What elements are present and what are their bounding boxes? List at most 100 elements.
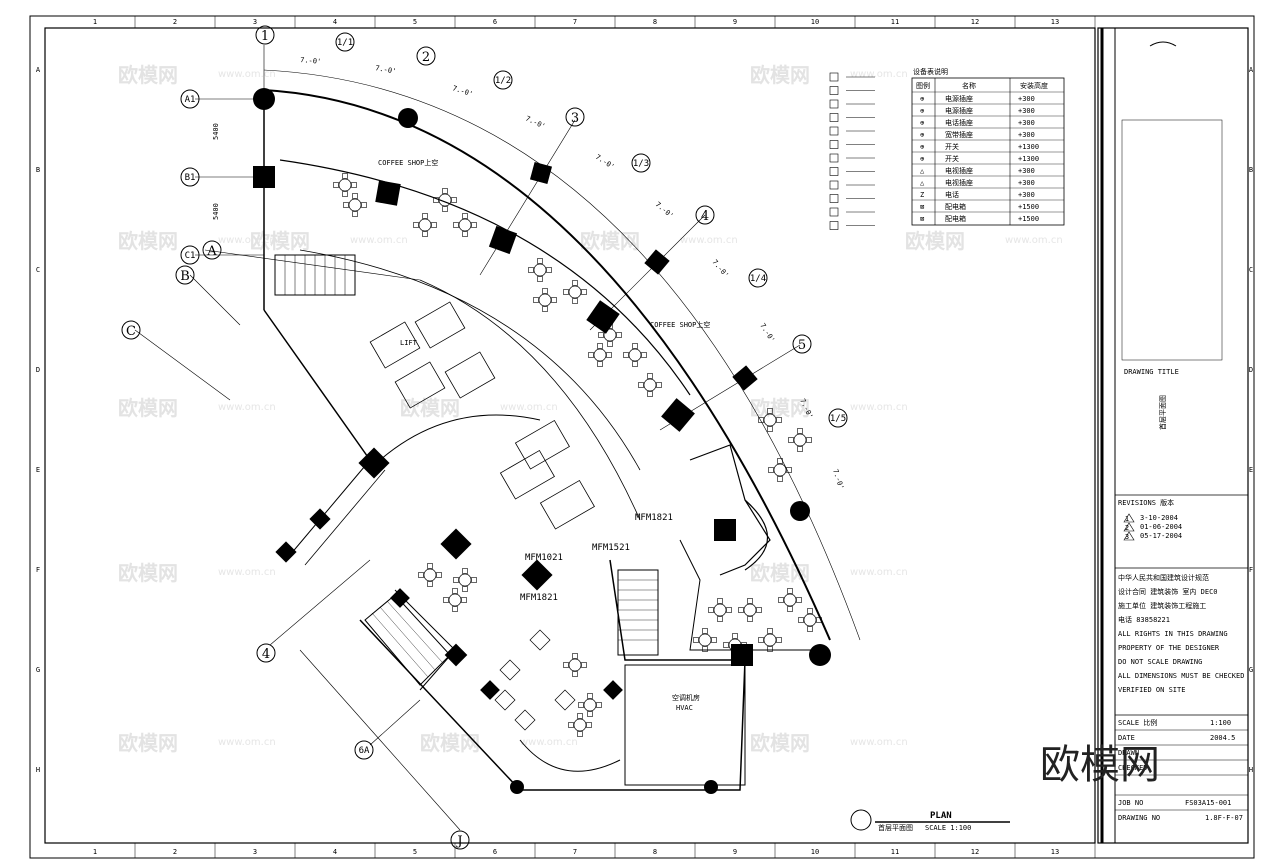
legend-name: 配电箱 bbox=[945, 214, 966, 223]
legend-symbol: ⊕ bbox=[920, 131, 925, 139]
table bbox=[783, 593, 797, 607]
svg-text:4: 4 bbox=[262, 647, 270, 662]
square-column bbox=[644, 249, 670, 275]
watermark-text: 欧模网 bbox=[750, 561, 810, 585]
border-letter-left: E bbox=[36, 466, 40, 474]
border-letter-right: H bbox=[1249, 766, 1253, 774]
table bbox=[538, 293, 552, 307]
bar-curve bbox=[744, 499, 769, 571]
table bbox=[643, 378, 657, 392]
svg-text:C: C bbox=[126, 324, 136, 339]
room-label-coffee-shop-2: COFFEE SHOP上空 bbox=[650, 320, 710, 329]
round-column bbox=[790, 501, 810, 521]
watermark-text: 欧模网 bbox=[905, 229, 965, 253]
room-label-coffee-shop-1: COFFEE SHOP上空 bbox=[378, 158, 438, 167]
building-outline bbox=[134, 45, 861, 831]
legend-height: +1300 bbox=[1018, 143, 1039, 151]
grid-bubble-4: 4 bbox=[695, 205, 715, 225]
key-symbol-box bbox=[829, 194, 839, 203]
grid-bubble-C: C bbox=[121, 320, 141, 340]
grid-bubble-6A: 6A bbox=[354, 740, 374, 760]
key-symbol-box bbox=[829, 99, 839, 109]
svg-text:1: 1 bbox=[261, 29, 269, 44]
chair bbox=[528, 267, 534, 273]
title-block-frame bbox=[1097, 27, 1249, 844]
table bbox=[418, 218, 432, 232]
border-letter-left: D bbox=[36, 366, 40, 374]
square-column bbox=[390, 588, 410, 608]
inner-coffee-arc-2 bbox=[299, 249, 641, 471]
border-letter-left: B bbox=[36, 166, 40, 174]
chair bbox=[413, 222, 419, 228]
table bbox=[763, 413, 777, 427]
chair bbox=[767, 408, 773, 414]
date-value: 2004.5 bbox=[1210, 734, 1235, 742]
grid-line-4-low bbox=[269, 559, 371, 646]
drawing-no-label: DRAWING NO bbox=[1118, 814, 1160, 822]
outer-frame bbox=[29, 15, 1255, 859]
chair bbox=[702, 646, 708, 652]
border-number-top: 9 bbox=[733, 18, 737, 26]
border-letter-left: G bbox=[36, 666, 40, 674]
chair bbox=[797, 446, 803, 452]
border-number-top: 7 bbox=[573, 18, 577, 26]
svg-text:7.-0': 7.-0' bbox=[710, 258, 730, 279]
grid-bubble-C1: C1 bbox=[180, 245, 200, 265]
chair bbox=[533, 297, 539, 303]
border-number-top: 4 bbox=[333, 18, 337, 26]
legend-name: 配电箱 bbox=[945, 202, 966, 211]
border-number-top: 6 bbox=[493, 18, 497, 26]
legend-name: 开关 bbox=[945, 142, 959, 151]
svg-text:1/1: 1/1 bbox=[337, 38, 353, 48]
hvac-room bbox=[624, 664, 746, 786]
chair bbox=[767, 426, 773, 432]
svg-text:7.-0': 7.-0' bbox=[375, 64, 397, 76]
grid-bubble-A: A bbox=[202, 240, 222, 260]
border-number-bottom: 11 bbox=[891, 848, 899, 856]
chair bbox=[606, 352, 612, 358]
display-stand bbox=[514, 709, 536, 731]
border-number-bottom: 1 bbox=[93, 848, 97, 856]
inner-coffee-arc bbox=[279, 159, 691, 396]
job-label: JOB NO bbox=[1118, 799, 1143, 807]
chair bbox=[333, 182, 339, 188]
legend-symbol: ⊕ bbox=[920, 95, 925, 103]
svg-text:6A: 6A bbox=[359, 746, 370, 756]
table bbox=[573, 718, 587, 732]
chair bbox=[798, 617, 804, 623]
chair bbox=[796, 597, 802, 603]
chair bbox=[453, 577, 459, 583]
stair-center bbox=[617, 569, 659, 656]
round-column bbox=[704, 780, 718, 794]
lift-shafts bbox=[369, 301, 595, 530]
border-letter-right: E bbox=[1249, 466, 1253, 474]
table bbox=[458, 218, 472, 232]
key-symbol-box bbox=[829, 221, 839, 230]
chair bbox=[442, 206, 448, 212]
chair bbox=[572, 298, 578, 304]
svg-text:B: B bbox=[180, 269, 190, 284]
legend-header-symbol: 图例 bbox=[916, 81, 930, 90]
key-symbol-box bbox=[829, 113, 839, 122]
square-column bbox=[661, 398, 695, 432]
chair bbox=[768, 467, 774, 473]
chair bbox=[787, 588, 793, 594]
legend-symbol: ⊠ bbox=[920, 203, 924, 211]
square-column bbox=[253, 166, 275, 188]
border-letter-right: C bbox=[1249, 266, 1253, 274]
watermark-text: 欧模网 bbox=[118, 396, 178, 420]
svg-text:2: 2 bbox=[1125, 524, 1129, 532]
table bbox=[533, 263, 547, 277]
watermark-url: www.om.cn bbox=[218, 402, 276, 413]
svg-text:7.-0': 7.-0' bbox=[300, 56, 322, 66]
watermark-url: www.om.cn bbox=[218, 567, 276, 578]
grid-bubble-1-3: 1/3 bbox=[631, 153, 651, 173]
watermark-url: www.om.cn bbox=[850, 402, 908, 413]
chair bbox=[572, 671, 578, 677]
svg-text:5: 5 bbox=[798, 338, 806, 353]
note-line: 中华人民共和国建筑设计规范 bbox=[1118, 573, 1209, 582]
chair bbox=[572, 280, 578, 286]
grid-bubble-2: 2 bbox=[416, 46, 436, 66]
